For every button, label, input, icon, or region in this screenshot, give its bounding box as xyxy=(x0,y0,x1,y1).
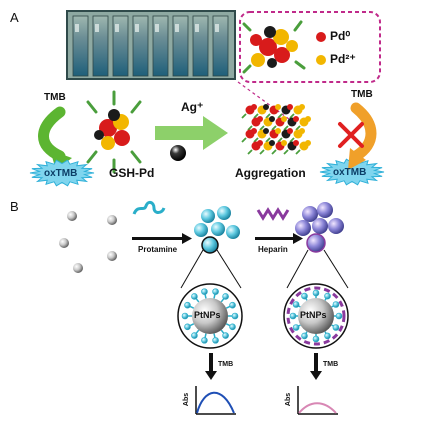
ag-ball xyxy=(170,145,186,161)
panel-b-label: B xyxy=(10,199,19,214)
pd-cluster-inset xyxy=(242,20,306,74)
tmb-down-arrow-right xyxy=(310,353,322,380)
heparin-coated-ptnp xyxy=(283,283,349,349)
pd2-legend-label: Pd²⁺ xyxy=(330,52,356,66)
protamine-label: Protamine xyxy=(138,245,178,254)
yellow-curved-arrow-right xyxy=(348,102,377,170)
red-cross-icon xyxy=(338,122,364,148)
abs-curve-low xyxy=(298,402,337,414)
oxtmb-label-left: oxTMB xyxy=(44,168,78,179)
reagent-label: Ag⁺ xyxy=(181,100,204,114)
ag-addition-arrow xyxy=(155,116,228,150)
aggregation-label: Aggregation xyxy=(235,166,306,180)
heparin-aggregate xyxy=(295,202,344,253)
ptnps-label-left: PtNPs xyxy=(194,310,221,320)
gsh-pd-complex xyxy=(86,90,142,174)
aggregation-cluster xyxy=(241,104,311,155)
inset-legend-box xyxy=(237,11,381,123)
abs-label-right: Abs xyxy=(285,392,293,407)
abs-label-left: Abs xyxy=(183,392,191,407)
ptnps-label-right: PtNPs xyxy=(300,310,327,320)
abs-curve-high xyxy=(196,391,235,414)
tmb-label-left: TMB xyxy=(44,92,66,103)
protamine-coated-ptnp xyxy=(177,283,243,349)
pd0-legend-label: Pd⁰ xyxy=(330,29,351,43)
oxtmb-label-right: oxTMB xyxy=(333,167,367,178)
protamine-arrow xyxy=(132,233,192,244)
pd2-legend-dot xyxy=(316,55,326,65)
tmb-label-right: TMB xyxy=(351,89,373,100)
heparin-label: Heparin xyxy=(258,245,288,254)
gsh-pd-label: GSH-Pd xyxy=(109,166,155,180)
abs-plot-left xyxy=(195,386,236,415)
abs-plot-right xyxy=(297,386,338,415)
tmb-down-arrow-left xyxy=(205,353,217,380)
protamine-aggregate xyxy=(194,206,240,254)
pd0-legend-dot xyxy=(316,32,326,42)
oxtmb-burst-right xyxy=(319,158,385,186)
panel-a-label: A xyxy=(10,10,19,25)
vial-photo xyxy=(66,10,236,80)
heparin-arrow xyxy=(255,233,303,244)
bare-ptnp-spheres xyxy=(59,211,117,273)
oxtmb-burst-left xyxy=(29,159,95,187)
tmb-label-b-left: TMB xyxy=(218,361,234,368)
protamine-squiggle xyxy=(132,200,166,215)
heparin-squiggle xyxy=(256,207,290,221)
tmb-label-b-right: TMB xyxy=(323,361,339,368)
